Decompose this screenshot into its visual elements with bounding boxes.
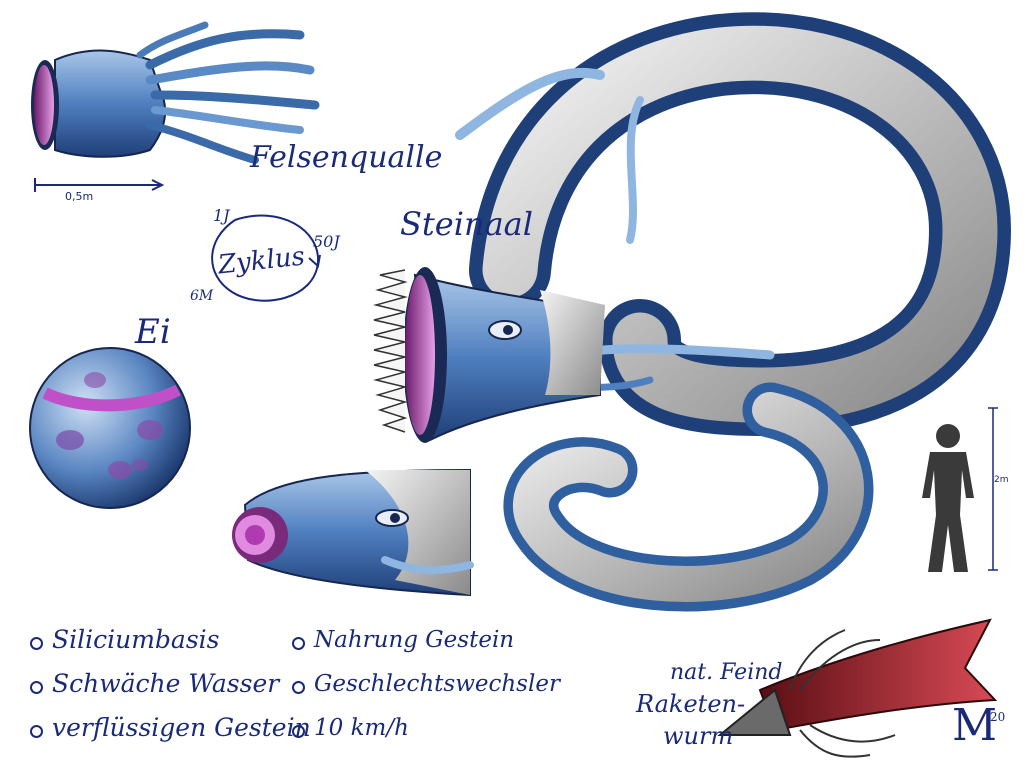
fact-item: 10 km/h xyxy=(290,706,560,750)
signature-year: 20 xyxy=(990,710,1006,724)
label-scale-felsenqualle: 0,5m xyxy=(65,190,94,203)
human-scale-silhouette xyxy=(922,407,998,572)
signature-mark: M xyxy=(952,700,998,751)
label-cycle-1j: 1J xyxy=(213,206,230,225)
label-scale-human: 2m xyxy=(994,475,1009,485)
cycle-arrow xyxy=(211,214,321,302)
fact-item: Geschlechtswechsler xyxy=(290,662,560,706)
facts-list-left: Siliciumbasis Schwäche Wasser verflüssig… xyxy=(28,618,311,750)
label-felsenqualle: Felsenqualle xyxy=(250,140,443,175)
label-cycle-6m: 6M xyxy=(190,288,214,304)
label-enemy-line1: nat. Feind xyxy=(670,660,783,685)
raketenwurm-illustration xyxy=(717,618,998,758)
fact-item: Nahrung Gestein xyxy=(290,618,560,662)
steinaal-illustration xyxy=(373,12,1012,612)
fact-item: Siliciumbasis xyxy=(28,618,311,662)
felsenqualle-illustration xyxy=(31,21,320,192)
steinaal-head-detail xyxy=(232,468,474,597)
label-enemy-line2: Raketen- xyxy=(636,690,746,718)
fact-item: verflüssigen Gestein xyxy=(28,706,311,750)
fact-item: Schwäche Wasser xyxy=(28,662,311,706)
label-steinaal: Steinaal xyxy=(400,205,533,243)
label-ei: Ei xyxy=(135,312,171,352)
label-enemy-line3: wurm xyxy=(663,722,734,750)
facts-list-right: Nahrung Gestein Geschlechtswechsler 10 k… xyxy=(290,618,560,750)
label-cycle-50j: 50J xyxy=(313,232,340,251)
egg-illustration xyxy=(29,347,191,509)
